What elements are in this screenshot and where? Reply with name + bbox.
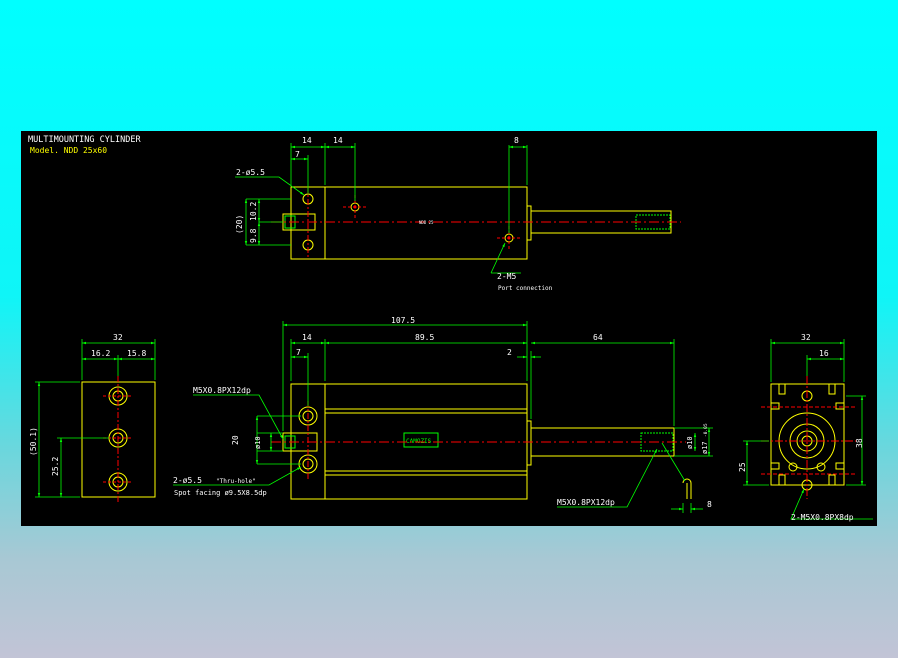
drawing-title: MULTIMOUNTING CYLINDER [28,135,141,145]
dim-64: 64 [593,333,603,342]
top-port-note: Port connection [498,285,553,292]
left-dim-16-2: 16.2 [91,349,110,358]
top-ports-label: 2-M5 [497,272,516,281]
front-dim-14: 14 [302,333,312,342]
front-spot-facing: Spot facing ø9.5X8.5dp [174,489,267,497]
front-thru-note: "Thru-hole" [216,478,256,485]
left-dim-15-8: 15.8 [127,349,146,358]
front-dim-phi17-tol: -0.05 [703,423,709,437]
dim-107-5: 107.5 [391,316,415,325]
cad-drawing-canvas: MULTIMOUNTING CYLINDER Model. NDD 25x60 … [21,131,877,526]
front-dim-8: 8 [707,500,712,509]
right-dim-16: 16 [819,349,829,358]
top-holes-label: 2-ø5.5 [236,168,265,177]
front-dim-phi17: ø17 [701,441,709,454]
right-dim-32: 32 [801,333,811,342]
model-label: Model. NDD 25x60 [30,146,107,155]
top-view-tiny-mark: NDD 25 [419,220,434,225]
front-view: CAMOZIS [173,316,713,513]
left-dim-50-1: (50.1) [29,427,38,456]
right-end-view: 32 16 38 25 2-M5X0.8PX8dp [738,333,873,522]
top-view: NDD 25 14 14 7 8 2-ø5.5 2-M5 Port con [235,136,681,292]
right-dim-25: 25 [738,462,747,472]
front-holes-label: 2-ø5.5 [173,476,202,485]
front-dim-phi10: ø10 [254,436,262,449]
dim-20-paren: (20) [235,215,244,234]
dim-9-8: 9.8 [249,228,258,243]
cad-drawing: MULTIMOUNTING CYLINDER Model. NDD 25x60 … [28,135,873,522]
top-view-body [290,186,528,260]
front-badge-box [403,432,439,448]
front-dim-phi10-right: ø10 [686,436,694,449]
front-thread-top-label: M5X0.8PX12dp [193,386,251,395]
front-thread-bottom-label: M5X0.8PX12dp [557,498,615,507]
left-end-view: 32 16.2 15.8 (50.1) 25.2 [29,333,156,503]
front-dim-7: 7 [296,348,301,357]
left-dim-32: 32 [113,333,123,342]
dim-7: 7 [295,150,300,159]
dim-14a: 14 [302,136,312,145]
right-dim-38: 38 [855,438,864,448]
front-dim-2: 2 [507,348,512,357]
dim-8: 8 [514,136,519,145]
front-dim-20: 20 [231,435,240,445]
top-view-flange [526,205,532,241]
left-dim-25-2: 25.2 [51,457,60,476]
dim-10-2: 10.2 [249,202,258,221]
right-thread-label: 2-M5X0.8PX8dp [791,513,854,522]
dim-14b: 14 [333,136,343,145]
dim-89-5: 89.5 [415,333,434,342]
